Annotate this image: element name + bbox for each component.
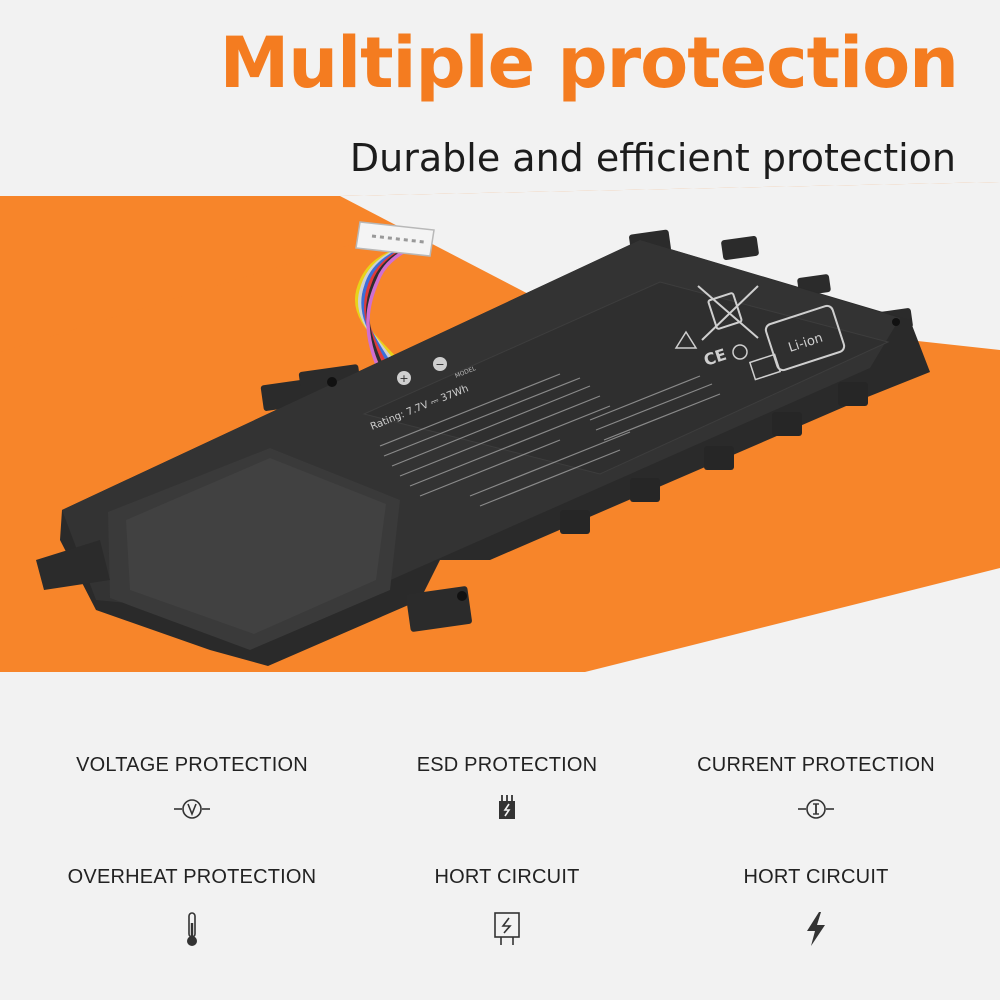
plus-terminal-label: +: [399, 372, 408, 385]
crossed-bin-icon: [697, 285, 759, 341]
feature-short-circuit-2: HORT CIRCUIT: [666, 866, 966, 947]
feature-label: HORT CIRCUIT: [743, 866, 889, 888]
feature-label: ESD PROTECTION: [416, 754, 598, 776]
feature-label: OVERHEAT PROTECTION: [67, 866, 317, 888]
compliance-mark-icon: [748, 353, 782, 381]
voltage-icon: [174, 799, 210, 819]
warning-icon: [674, 330, 698, 349]
current-icon: [798, 799, 834, 819]
subline-title: Durable and efficient protection: [349, 136, 956, 180]
feature-overheat-protection: OVERHEAT PROTECTION: [42, 866, 342, 947]
feature-voltage-protection: VOLTAGE PROTECTION: [42, 754, 342, 827]
lightning-bolt-icon: [807, 912, 825, 946]
battery-body: [36, 229, 930, 666]
short-circuit-icon: [494, 912, 520, 945]
esd-chip-icon: [499, 795, 515, 819]
headline-title: Multiple protection: [219, 22, 959, 104]
feature-label: HORT CIRCUIT: [434, 866, 580, 888]
feature-short-circuit-1: HORT CIRCUIT: [357, 866, 657, 947]
feature-current-protection: CURRENT PROTECTION: [666, 754, 966, 827]
feature-esd-protection: ESD PROTECTION: [357, 754, 657, 827]
feature-label: VOLTAGE PROTECTION: [76, 754, 308, 776]
feature-grid: VOLTAGE PROTECTION ESD PROTECTION CURREN…: [0, 740, 1000, 1000]
battery-connector: [355, 221, 435, 257]
feature-label: CURRENT PROTECTION: [697, 754, 935, 776]
thermometer-icon: [187, 912, 197, 946]
certification-icon: [732, 344, 748, 360]
minus-terminal-label: −: [435, 358, 444, 371]
